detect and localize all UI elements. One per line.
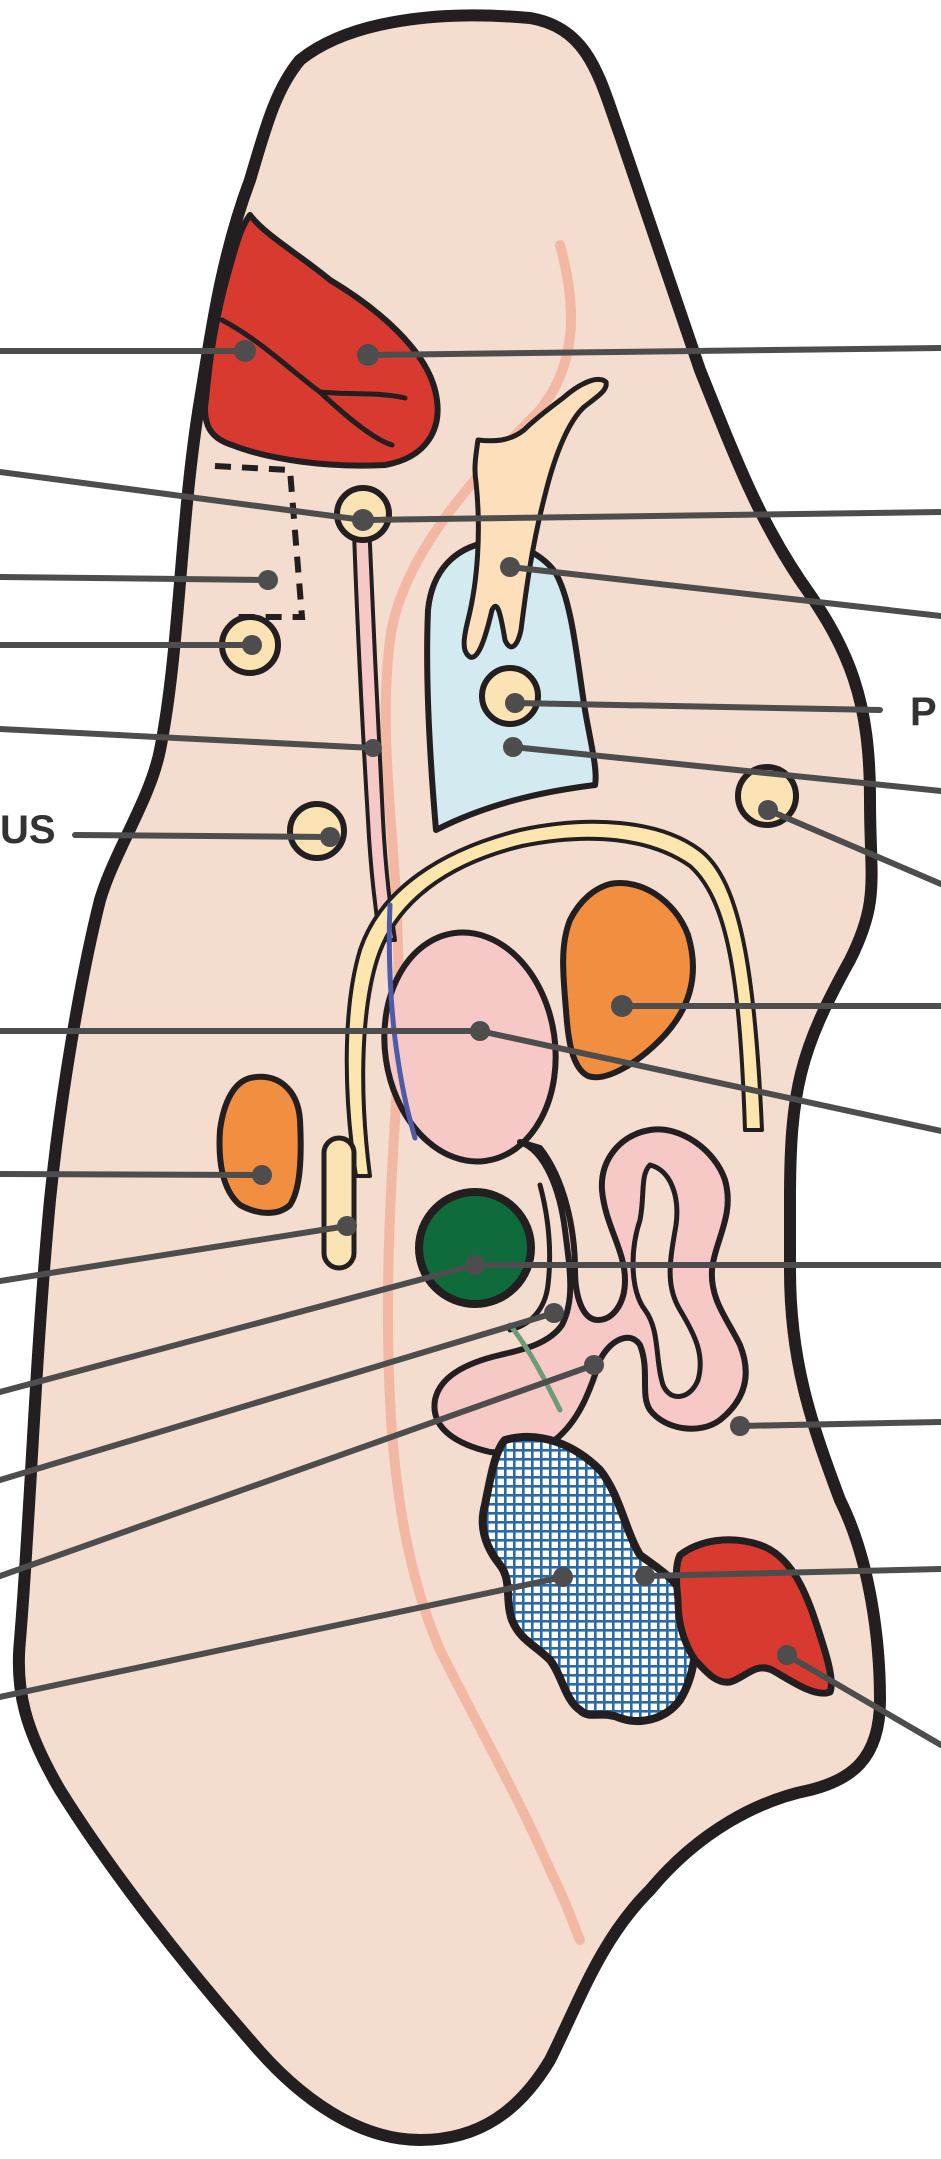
leader-line bbox=[507, 564, 941, 619]
partial-label-right: P bbox=[910, 690, 937, 734]
leader-line bbox=[0, 1262, 478, 1395]
leader-line bbox=[0, 574, 271, 583]
node-right bbox=[735, 764, 799, 828]
leader-line bbox=[365, 345, 941, 358]
leader-lines bbox=[0, 345, 941, 1748]
blood-vessel bbox=[380, 240, 585, 1945]
leader-line bbox=[0, 1223, 350, 1284]
intestine-inner-fold bbox=[630, 1162, 703, 1399]
leader-dot bbox=[635, 1566, 655, 1586]
leader-line bbox=[360, 509, 941, 523]
leader-dot bbox=[242, 635, 262, 655]
leader-dot bbox=[320, 827, 340, 847]
vessel-strand bbox=[507, 1322, 563, 1413]
leader-line bbox=[642, 1566, 941, 1579]
leader-dot bbox=[584, 1355, 604, 1375]
bladder bbox=[381, 929, 559, 1165]
leader-line bbox=[0, 1171, 265, 1178]
dashed-region bbox=[214, 463, 306, 620]
leader-line bbox=[0, 1574, 566, 1700]
kidney-right bbox=[560, 880, 696, 1081]
leader-dot bbox=[252, 1165, 272, 1185]
leader-line bbox=[72, 832, 333, 840]
leader-dots bbox=[234, 340, 797, 1665]
leader-line bbox=[737, 1419, 941, 1429]
leader-line bbox=[784, 1652, 941, 1748]
green-gland bbox=[415, 1188, 535, 1308]
esophagus bbox=[351, 498, 397, 942]
leader-dot bbox=[352, 509, 374, 531]
leader-line bbox=[0, 726, 376, 751]
leader-dot bbox=[505, 693, 525, 713]
leader-dot bbox=[553, 1567, 573, 1587]
leader-dot bbox=[730, 1416, 750, 1436]
leader-dot bbox=[758, 800, 778, 820]
mesh-mass bbox=[478, 1432, 700, 1725]
kidney-left bbox=[216, 1073, 304, 1216]
leader-dot bbox=[258, 570, 278, 590]
leader-dot bbox=[337, 1216, 357, 1236]
leader-dot bbox=[364, 739, 382, 757]
leader-line bbox=[510, 744, 941, 794]
leader-line bbox=[477, 1028, 941, 1134]
leader-dot bbox=[357, 344, 379, 366]
leader-dot bbox=[503, 737, 523, 757]
leader-dot bbox=[611, 995, 633, 1017]
tongue bbox=[202, 212, 441, 469]
leader-dot bbox=[777, 1645, 797, 1665]
leader-line bbox=[765, 807, 941, 887]
capsule bbox=[321, 1135, 357, 1271]
leader-dot bbox=[234, 340, 256, 362]
leader-line bbox=[0, 1310, 557, 1483]
leader-dot bbox=[500, 557, 520, 577]
duct bbox=[386, 902, 418, 1141]
leader-dot bbox=[470, 1021, 490, 1041]
leader-line bbox=[0, 469, 366, 523]
partial-label-left: US bbox=[0, 808, 56, 852]
leader-dot bbox=[544, 1303, 564, 1323]
tongue-fold-line bbox=[317, 389, 395, 448]
arch-loop bbox=[344, 819, 764, 1178]
leader-line bbox=[0, 1362, 597, 1579]
leader-line bbox=[512, 700, 883, 713]
leader-dot bbox=[465, 1255, 485, 1275]
